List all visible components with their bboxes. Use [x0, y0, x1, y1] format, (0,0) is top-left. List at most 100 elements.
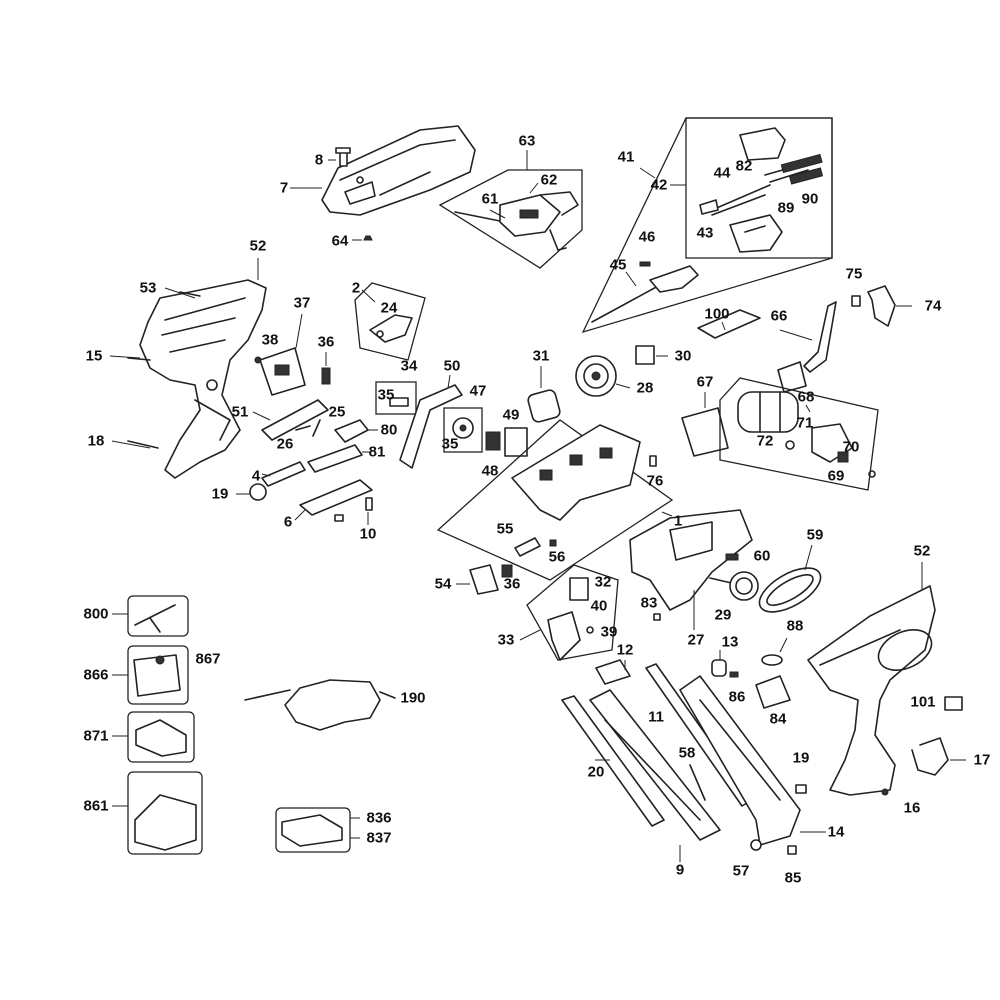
group-34-frame — [375, 381, 417, 415]
callout-70: 70 — [842, 438, 860, 456]
screw-18-part — [127, 440, 159, 449]
screw-53-part — [179, 291, 201, 297]
callout-800: 800 — [83, 605, 109, 623]
callout-14: 14 — [827, 823, 845, 841]
follower-12-part — [595, 659, 631, 685]
top-cover-part — [321, 125, 476, 216]
trigger-assembly-61-part — [454, 191, 579, 251]
box-871-frame — [127, 711, 195, 763]
callout-67: 67 — [696, 373, 714, 391]
block-80-part — [334, 419, 369, 443]
belt-59-part — [758, 567, 822, 613]
callout-75: 75 — [845, 265, 863, 283]
box-836-frame — [275, 807, 351, 853]
callout-10: 10 — [359, 525, 377, 543]
case-861-part — [134, 794, 197, 851]
callout-81: 81 — [368, 443, 386, 461]
lever-51-part — [261, 399, 329, 441]
callout-58: 58 — [678, 744, 696, 762]
callout-47: 47 — [469, 382, 487, 400]
callout-76: 76 — [646, 472, 664, 490]
housing-left-52-part — [139, 279, 267, 479]
screw-60-part — [725, 553, 739, 561]
callout-88: 88 — [786, 617, 804, 635]
callout-6: 6 — [283, 513, 293, 531]
callout-66: 66 — [770, 307, 788, 325]
callout-36a: 36 — [317, 333, 335, 351]
knob-19-part — [249, 483, 267, 501]
callout-52a: 52 — [249, 237, 267, 255]
plate-67-part — [681, 407, 729, 457]
wheel-28-part — [575, 355, 617, 397]
callout-19b: 19 — [792, 749, 810, 767]
callout-7: 7 — [279, 179, 289, 197]
callout-84: 84 — [769, 710, 787, 728]
callout-55: 55 — [496, 520, 514, 538]
callout-18: 18 — [87, 432, 105, 450]
callout-32: 32 — [594, 573, 612, 591]
screw-19b-part — [795, 784, 807, 794]
callout-53: 53 — [139, 279, 157, 297]
spring-55-part — [514, 537, 541, 557]
callout-63: 63 — [518, 132, 536, 150]
pad-31-part — [527, 389, 561, 423]
slider-81-part — [307, 444, 363, 473]
callout-34: 34 — [400, 357, 418, 375]
callout-13: 13 — [721, 633, 739, 651]
callout-89: 89 — [777, 199, 795, 217]
spring-70-part — [837, 451, 849, 463]
callout-33: 33 — [497, 631, 515, 649]
housing-right-52-part — [807, 585, 936, 796]
group-2-frame — [354, 282, 426, 361]
nose-body-27-part — [629, 509, 753, 611]
callout-39: 39 — [600, 623, 618, 641]
callout-100: 100 — [704, 305, 730, 323]
callout-837: 837 — [366, 829, 392, 847]
callout-52b: 52 — [913, 542, 931, 560]
callout-51: 51 — [231, 403, 249, 421]
group-42-frame — [685, 117, 833, 259]
callout-866: 866 — [83, 666, 109, 684]
spring-36-part — [321, 367, 331, 385]
probe-rod-45-part — [591, 261, 699, 323]
callout-59: 59 — [806, 526, 824, 544]
callout-42: 42 — [650, 176, 668, 194]
pin-26-part — [295, 425, 311, 431]
callout-8: 8 — [314, 151, 324, 169]
callout-36b: 36 — [503, 575, 521, 593]
screw-64-part — [363, 235, 373, 241]
callout-19a: 19 — [211, 485, 229, 503]
callout-190: 190 — [400, 689, 426, 707]
bushing-72-part — [785, 440, 795, 450]
screw-10-part — [365, 497, 373, 511]
callout-72: 72 — [756, 432, 774, 450]
callout-45: 45 — [609, 256, 627, 274]
callout-44: 44 — [713, 164, 731, 182]
screw-15-part — [127, 357, 151, 361]
washer-88-part — [761, 654, 783, 666]
callout-836: 836 — [366, 809, 392, 827]
glasses-190-part — [244, 679, 396, 731]
callout-54: 54 — [434, 575, 452, 593]
callout-26: 26 — [276, 435, 294, 453]
callout-31: 31 — [532, 347, 550, 365]
callout-64: 64 — [331, 232, 349, 250]
callout-27: 27 — [687, 631, 705, 649]
screw-86-part — [729, 671, 739, 678]
bracket-50-part — [399, 384, 463, 469]
callout-83: 83 — [640, 594, 658, 612]
callout-20: 20 — [587, 763, 605, 781]
driver-6-part — [299, 479, 373, 516]
rail-20-part — [561, 695, 665, 827]
callout-24: 24 — [380, 299, 398, 317]
callout-41: 41 — [617, 148, 635, 166]
callout-30: 30 — [674, 347, 692, 365]
callout-56: 56 — [548, 548, 566, 566]
callout-35a: 35 — [377, 386, 395, 404]
group-33-frame — [526, 564, 619, 661]
contact-48-part — [485, 431, 501, 451]
callout-85: 85 — [784, 869, 802, 887]
clip-17-part — [911, 737, 949, 776]
screw-8-part — [335, 147, 351, 167]
callout-12: 12 — [616, 641, 634, 659]
